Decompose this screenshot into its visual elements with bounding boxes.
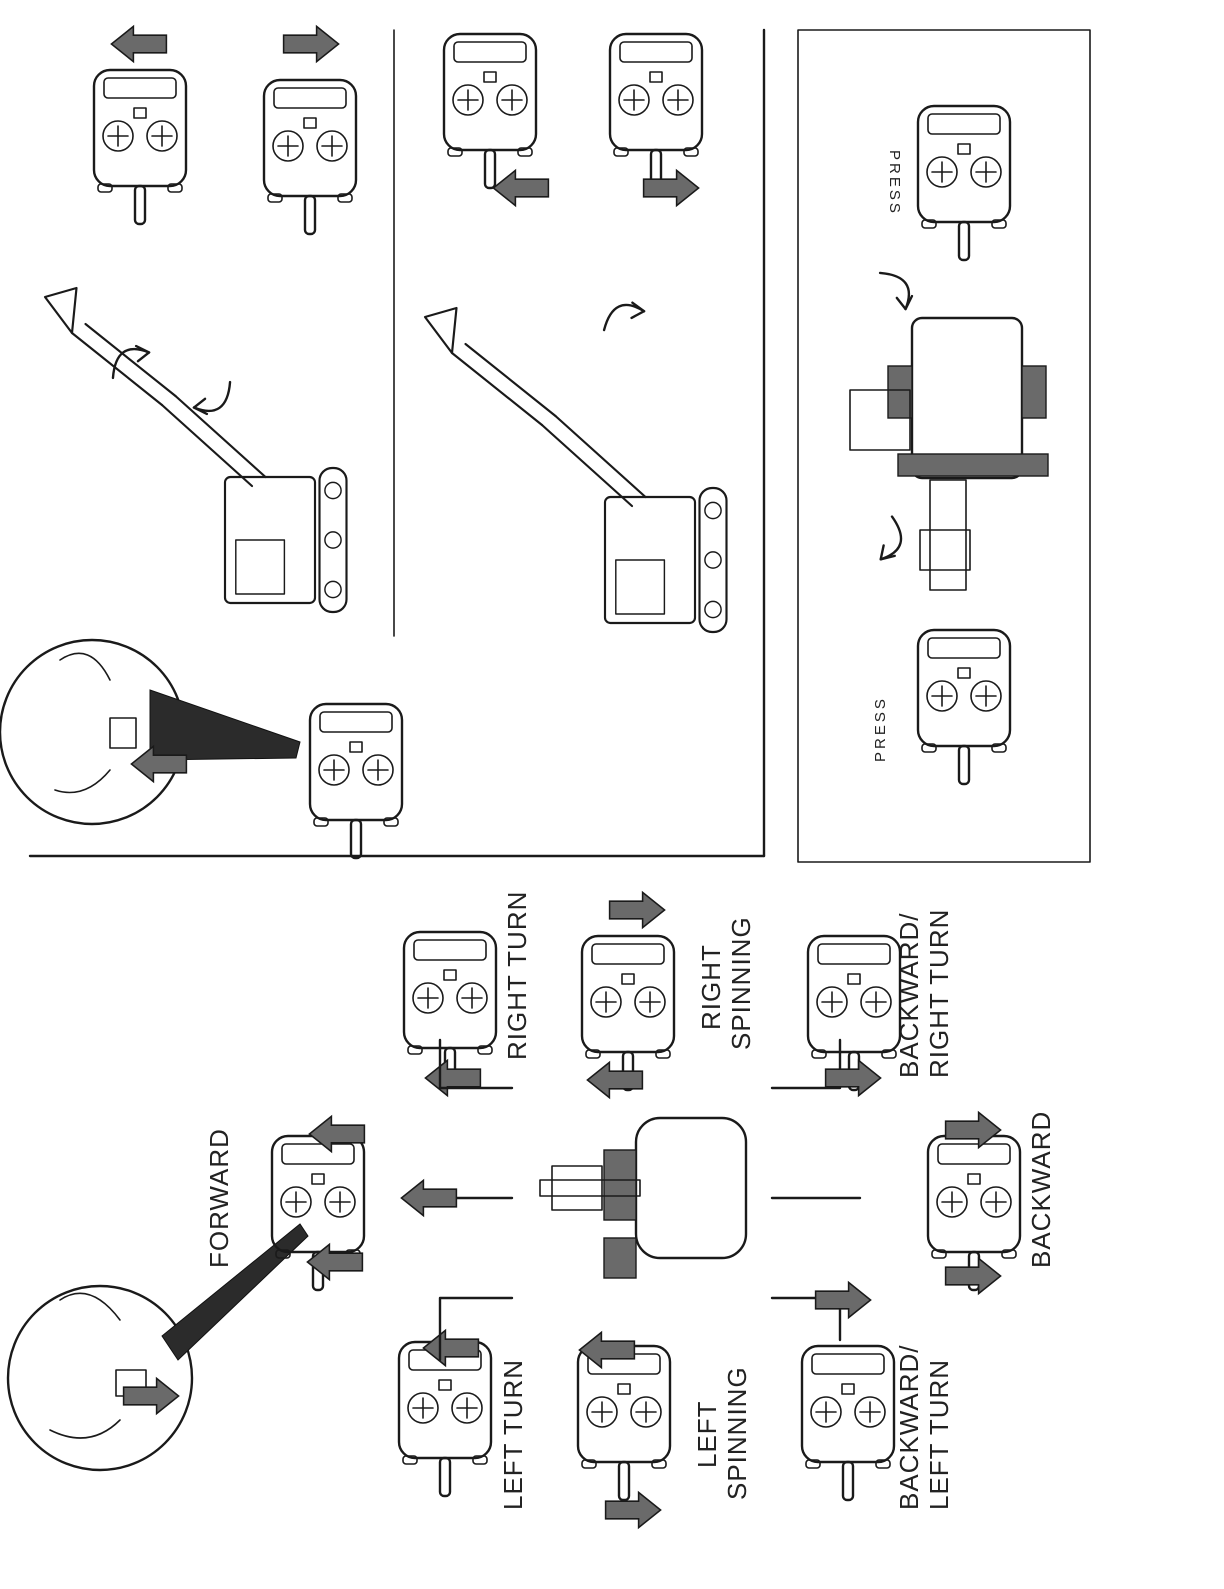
arrow-icon bbox=[946, 1258, 1001, 1293]
remote-control-icon bbox=[918, 630, 1010, 784]
magnifier-inset-icon bbox=[8, 1224, 308, 1470]
backward-right-label-line1: BACKWARD/ bbox=[894, 913, 924, 1079]
backward-left-label-line1: BACKWARD/ bbox=[894, 1345, 924, 1511]
press-label-bottom: PRESS bbox=[872, 696, 889, 762]
panel-frame-top bbox=[30, 30, 764, 856]
remote-control-icon bbox=[918, 106, 1010, 260]
remote-control-icon bbox=[94, 70, 186, 224]
remote-control-icon bbox=[404, 932, 496, 1086]
excavator-top-view-icon bbox=[540, 1118, 746, 1278]
arrow-icon bbox=[606, 1492, 661, 1527]
backward-right-label-line2: RIGHT TURN bbox=[924, 909, 954, 1078]
arrow-icon bbox=[816, 1282, 871, 1317]
arrow-icon bbox=[425, 1060, 480, 1095]
arrow-icon bbox=[401, 1180, 456, 1215]
rotation-arrow-icon bbox=[192, 382, 239, 419]
arrow-icon bbox=[610, 892, 665, 927]
remote-control-icon bbox=[802, 1346, 894, 1500]
right-spinning-label-line2: SPINNING bbox=[726, 916, 756, 1050]
remote-control-icon bbox=[610, 34, 702, 188]
left-spinning-label-line1: LEFT bbox=[692, 1400, 722, 1468]
excavator-icon bbox=[425, 308, 727, 632]
backward-left-label-line2: LEFT TURN bbox=[924, 1359, 954, 1510]
remote-control-icon bbox=[264, 80, 356, 234]
right-spinning-label-line1: RIGHT bbox=[696, 944, 726, 1030]
remote-control-icon bbox=[582, 936, 674, 1090]
arrow-icon bbox=[284, 26, 339, 61]
rotation-arrow-icon bbox=[877, 517, 908, 564]
left-turn-label: LEFT TURN bbox=[498, 1359, 528, 1510]
rotation-arrow-icon bbox=[598, 299, 645, 330]
remote-control-icon bbox=[310, 704, 402, 858]
arrow-icon bbox=[423, 1330, 478, 1365]
remote-control-icon bbox=[808, 936, 900, 1090]
remote-control-icon bbox=[578, 1346, 670, 1500]
arrow-icon bbox=[946, 1112, 1001, 1147]
arrow-icon bbox=[309, 1116, 364, 1151]
forward-label: FORWARD bbox=[204, 1128, 234, 1268]
right-turn-label: RIGHT TURN bbox=[502, 891, 532, 1060]
panel-frame-bottom bbox=[798, 30, 1090, 862]
magnifier-inset-icon bbox=[0, 640, 300, 824]
left-spinning-label-line2: SPINNING bbox=[722, 1366, 752, 1500]
backward-label: BACKWARD bbox=[1026, 1111, 1056, 1268]
rotation-arrow-icon bbox=[104, 341, 151, 378]
remote-control-icon bbox=[444, 34, 536, 188]
press-label-top: PRESS bbox=[886, 150, 903, 216]
arrow-icon bbox=[124, 1378, 179, 1413]
rotation-arrow-icon bbox=[880, 264, 917, 311]
arrow-icon bbox=[493, 170, 548, 205]
excavator-icon bbox=[45, 288, 347, 612]
excavator-top-view-icon bbox=[850, 318, 1048, 590]
arrow-icon bbox=[111, 26, 166, 61]
